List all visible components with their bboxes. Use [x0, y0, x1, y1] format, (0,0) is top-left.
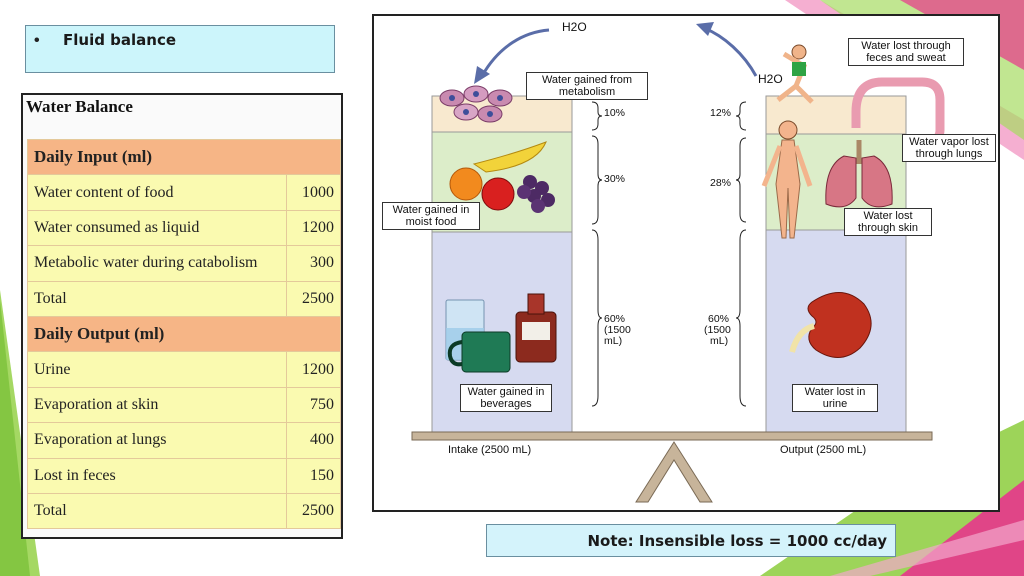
output-header: Daily Output (ml) [27, 315, 341, 353]
bullet-box: • Fluid balance [25, 25, 335, 73]
h2o-label-right: H2O [758, 72, 783, 86]
human-figure-icon [761, 120, 813, 239]
bullet-dot: • [34, 32, 40, 49]
table-row: Urine 1200 [27, 351, 341, 388]
label-water-lost-feces-sweat: Water lost through feces and sweat [848, 38, 964, 66]
arrow-from-output-icon [703, 26, 758, 77]
output-axis-label: Output (2500 mL) [780, 444, 867, 456]
brace-output-mid [735, 137, 747, 223]
output-pct-bottom: 60% [708, 313, 730, 325]
table-row: Total 2500 [27, 492, 341, 530]
input-header-row: Daily Input (ml) [27, 138, 341, 176]
label-water-lost-skin: Water lost through skin [844, 208, 932, 236]
table-row: Evaporation at lungs 400 [27, 422, 341, 459]
row-label: Water content of food [27, 174, 287, 211]
output-pct-mid: 28% [710, 177, 732, 189]
label-water-vapor-lungs: Water vapor lost through lungs [902, 134, 996, 162]
intake-ml-bottom-2: mL) [604, 335, 623, 347]
brace-intake-bottom [591, 229, 603, 407]
output-ml-bottom-2: mL) [710, 335, 729, 347]
water-balance-diagram: H2O H2O Water gained from metabolism Wat… [372, 14, 1000, 512]
row-label: Metabolic water during catabolism [27, 245, 287, 282]
row-value: 300 [286, 245, 341, 282]
label-water-in-beverages: Water gained in beverages [460, 384, 552, 412]
row-value: 150 [286, 457, 341, 494]
input-header: Daily Input (ml) [27, 138, 341, 176]
row-value: 1000 [286, 174, 341, 211]
row-label: Evaporation at skin [27, 386, 287, 424]
label-water-in-moist-food: Water gained in moist food [382, 202, 480, 230]
output-header-row: Daily Output (ml) [27, 315, 341, 353]
runner-icon [776, 44, 814, 104]
row-value: 1200 [286, 351, 341, 388]
row-value: 1200 [286, 209, 341, 247]
label-water-from-metabolism: Water gained from metabolism [526, 72, 648, 100]
row-label: Total [27, 280, 287, 317]
row-label: Urine [27, 351, 287, 388]
intake-pct-bottom: 60% [604, 313, 626, 325]
row-value: 400 [286, 422, 341, 459]
table-row: Water content of food 1000 [27, 174, 341, 211]
table-row: Metabolic water during catabolism 300 [27, 245, 341, 282]
label-water-lost-urine: Water lost in urine [792, 384, 878, 412]
row-label: Water consumed as liquid [27, 209, 287, 247]
row-label: Total [27, 492, 287, 530]
table-row: Evaporation at skin 750 [27, 386, 341, 424]
table-row: Lost in feces 150 [27, 457, 341, 494]
row-label: Lost in feces [27, 457, 287, 494]
fruit-icon [449, 141, 555, 213]
row-value: 750 [286, 386, 341, 424]
table-row: Water consumed as liquid 1200 [27, 209, 341, 247]
water-balance-table-panel: Water Balance Daily Input (ml) Water con… [21, 93, 343, 539]
brace-intake-mid [591, 135, 603, 225]
table-row: Total 2500 [27, 280, 341, 317]
row-value: 2500 [286, 492, 341, 530]
row-value: 2500 [286, 280, 341, 317]
bullet-text: Fluid balance [63, 31, 177, 49]
beverages-icon [445, 293, 557, 373]
note-box: Note: Insensible loss = 1000 cc/day [486, 524, 896, 557]
table-title: Water Balance [26, 97, 133, 116]
note-text: Note: Insensible loss = 1000 cc/day [587, 532, 887, 550]
intake-ml-bottom-1: (1500 [604, 324, 631, 336]
h2o-label-left: H2O [562, 20, 587, 34]
arrow-to-intake-icon [480, 28, 550, 77]
water-balance-table: Daily Input (ml) Water content of food 1… [27, 138, 341, 530]
intake-pct-top: 10% [604, 107, 626, 119]
output-pct-top: 12% [710, 107, 732, 119]
scale-fulcrum [635, 441, 713, 503]
intake-axis-label: Intake (2500 mL) [448, 444, 532, 456]
intake-pct-mid: 30% [604, 173, 626, 185]
cells-icon [439, 85, 513, 123]
lungs-icon [825, 140, 893, 208]
arrow-head-output-icon [696, 22, 714, 36]
brace-intake-top [591, 101, 603, 131]
diagram-drawing [411, 22, 945, 503]
kidney-icon [789, 292, 872, 358]
brace-output-bottom [735, 229, 747, 407]
arrow-head-intake-icon [474, 66, 490, 84]
row-label: Evaporation at lungs [27, 422, 287, 459]
output-ml-bottom-1: (1500 [704, 324, 731, 336]
scale-beam [411, 431, 933, 441]
brace-output-top [735, 101, 747, 131]
